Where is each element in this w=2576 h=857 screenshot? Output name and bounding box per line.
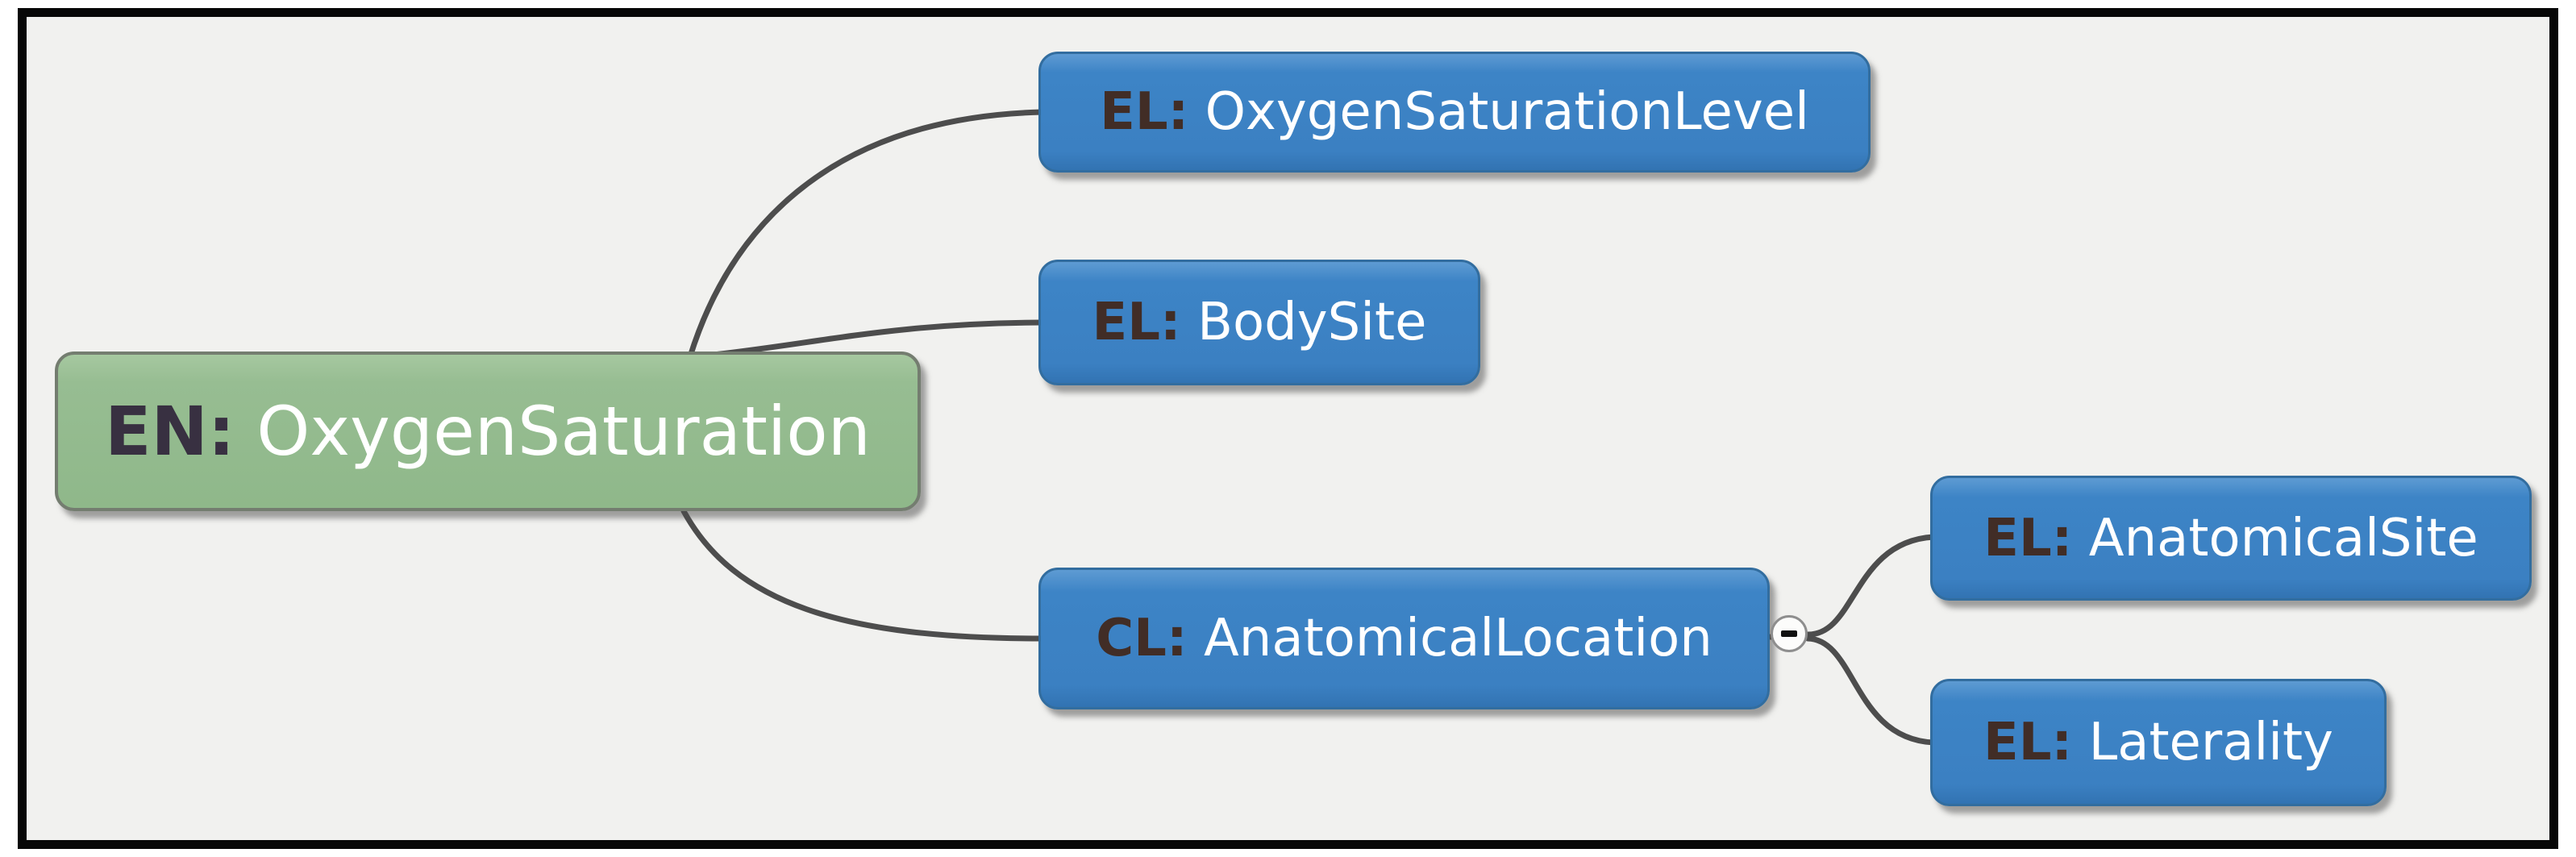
- node-type-prefix: EL:: [1092, 293, 1181, 352]
- node-en-oxygensaturation[interactable]: EN: OxygenSaturation: [55, 352, 921, 511]
- node-label: Laterality: [2088, 713, 2333, 772]
- node-type-prefix: EL:: [1983, 713, 2073, 772]
- collapse-toggle-anatomical-location[interactable]: [1771, 615, 1808, 652]
- node-cl-anatomicallocation[interactable]: CL: AnatomicalLocation: [1038, 568, 1770, 709]
- node-el-laterality[interactable]: EL: Laterality: [1930, 679, 2387, 806]
- node-type-prefix: EL:: [1100, 82, 1189, 142]
- node-label: AnatomicalSite: [2088, 508, 2478, 568]
- node-el-anatomicalsite[interactable]: EL: AnatomicalSite: [1930, 476, 2532, 601]
- node-label: OxygenSaturationLevel: [1205, 82, 1809, 142]
- minus-icon: [1781, 630, 1797, 637]
- node-label: AnatomicalLocation: [1204, 609, 1712, 668]
- node-label: BodySite: [1197, 293, 1427, 352]
- node-el-bodysite[interactable]: EL: BodySite: [1038, 260, 1480, 385]
- node-type-prefix: CL:: [1096, 609, 1188, 668]
- node-el-oxygensaturationlevel[interactable]: EL: OxygenSaturationLevel: [1038, 52, 1871, 173]
- node-type-prefix: EN:: [105, 392, 235, 471]
- node-label: OxygenSaturation: [256, 392, 871, 471]
- node-type-prefix: EL:: [1983, 508, 2073, 568]
